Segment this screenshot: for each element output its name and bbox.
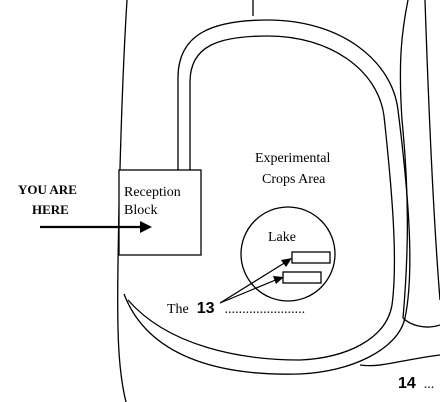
question-14-number: 14 [398, 375, 416, 392]
bottom-right-road-2 [359, 354, 440, 367]
right-road-inner [424, 0, 440, 301]
crops-area-line2: Crops Area [262, 172, 326, 187]
bottom-right-road-1 [402, 317, 440, 328]
reception-label-line2: Block [124, 203, 157, 218]
reception-label-line1: Reception [124, 185, 181, 200]
lake-label: Lake [268, 230, 296, 245]
lake-structure-upper [291, 251, 331, 264]
pointer-arrows [219, 258, 292, 304]
question-13-number: 13 [197, 300, 215, 317]
lake [240, 206, 336, 302]
right-road-outer [399, 0, 409, 319]
reception-block [118, 169, 202, 256]
question-13-blank: ....................... [225, 302, 306, 317]
question-13-prefix: The [167, 302, 189, 317]
crops-area-line1: Experimental [255, 151, 331, 166]
you-are-here-line1: YOU ARE [18, 182, 77, 197]
question-13-label: The 13 ....................... [167, 300, 305, 317]
you-are-here-arrow-icon [40, 221, 152, 233]
question-14-blank: ... [424, 377, 435, 392]
left-road-edge [117, 0, 128, 402]
loop-road-inner [127, 35, 396, 361]
loop-road-outer [123, 19, 411, 375]
lake-structure-lower [282, 271, 322, 284]
question-14-label: 14 ... [398, 375, 434, 392]
you-are-here-line2: HERE [32, 202, 69, 217]
